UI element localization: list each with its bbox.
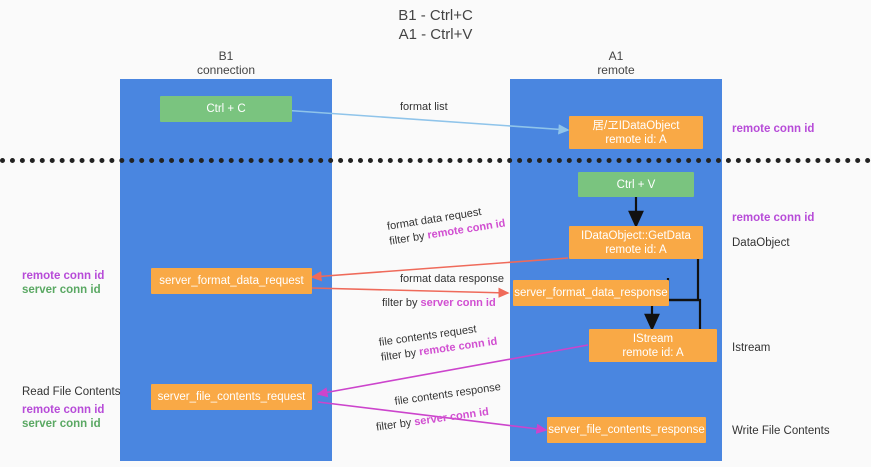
edge-label-format-list-text: format list — [400, 101, 448, 113]
node-server-format-data-request[interactable]: server_format_data_request — [151, 268, 312, 294]
annotation-read-file-contents: Read File Contents — [22, 386, 121, 398]
column-header-a1: A1 remote — [510, 49, 722, 77]
node-idataobject-getdata-line1: IDataObject::GetData — [581, 229, 691, 242]
edge-filter-key-server-conn-id-2: server conn id — [413, 405, 490, 429]
edge-filter-prefix-2: filter by — [382, 297, 421, 309]
annotation-remote-conn-id-mid: remote conn id — [732, 212, 815, 224]
node-server-file-contents-response[interactable]: server_file_contents_response — [547, 417, 706, 443]
edge-filter-prefix-4: filter by — [375, 416, 416, 434]
annotation-left-server-conn-id: server conn id — [22, 284, 101, 296]
node-ctrl-c-label: Ctrl + C — [206, 103, 246, 115]
annotation-left-server-conn-id-2: server conn id — [22, 418, 101, 430]
page-title: B1 - Ctrl+C A1 - Ctrl+V — [0, 6, 871, 44]
edge-filter-prefix-3: filter by — [380, 346, 421, 364]
edge-filter-key-server-conn-id-1: server conn id — [420, 297, 496, 309]
node-server-format-data-request-label: server_format_data_request — [159, 275, 304, 287]
node-server-format-data-response-label: server_format_data_response — [514, 287, 668, 299]
node-istream-line1: IStream — [632, 332, 674, 345]
column-header-b1-name: B1 — [218, 49, 234, 63]
annotation-write-file-contents: Write File Contents — [732, 425, 830, 437]
column-header-a1-role: remote — [597, 63, 635, 77]
node-istream-line2: remote id: A — [622, 346, 684, 359]
edge-label-format-data-response-line2: filter by server conn id — [382, 287, 504, 311]
annotation-left-remote-conn-id: remote conn id — [22, 270, 105, 282]
node-ctrl-v-label: Ctrl + V — [616, 178, 656, 191]
node-idataobject-line1: 居/ヱIDataObject — [592, 119, 680, 132]
annotation-istream: Istream — [732, 342, 771, 354]
node-ctrl-c[interactable]: Ctrl + C — [160, 96, 292, 122]
node-istream[interactable]: IStream remote id: A — [589, 329, 717, 362]
column-header-a1-name: A1 — [608, 49, 624, 63]
edge-label-file-contents-response: file contents response filter by server … — [372, 380, 505, 436]
node-idataobject[interactable]: 居/ヱIDataObject remote id: A — [569, 116, 703, 149]
column-header-b1-role: connection — [196, 63, 256, 77]
node-ctrl-v[interactable]: Ctrl + V — [578, 172, 694, 197]
node-server-file-contents-response-label: server_file_contents_response — [548, 424, 705, 436]
title-line-2: A1 - Ctrl+V — [398, 26, 473, 43]
column-header-b1: B1 connection — [120, 49, 332, 77]
edge-label-format-list: format list — [400, 100, 448, 115]
annotation-dataobject: DataObject — [732, 237, 790, 249]
edge-label-file-contents-request: file contents request filter by remote c… — [378, 320, 498, 366]
node-idataobject-getdata-line2: remote id: A — [605, 243, 667, 256]
annotation-left-remote-conn-id-2: remote conn id — [22, 404, 105, 416]
node-server-format-data-response[interactable]: server_format_data_response — [513, 280, 669, 306]
node-server-file-contents-request[interactable]: server_file_contents_request — [151, 384, 312, 410]
edge-label-format-data-response-line1: format data response — [400, 273, 504, 285]
edge-label-format-data-request: format data request filter by remote con… — [386, 202, 507, 250]
node-server-file-contents-request-label: server_file_contents_request — [157, 391, 306, 403]
phase-divider — [0, 158, 871, 163]
annotation-remote-conn-id-top: remote conn id — [732, 123, 815, 135]
node-idataobject-line2: remote id: A — [605, 133, 667, 146]
edge-label-format-data-response: format data response filter by server co… — [382, 272, 504, 311]
node-idataobject-getdata[interactable]: IDataObject::GetData remote id: A — [569, 226, 703, 259]
title-line-1: B1 - Ctrl+C — [398, 7, 473, 24]
